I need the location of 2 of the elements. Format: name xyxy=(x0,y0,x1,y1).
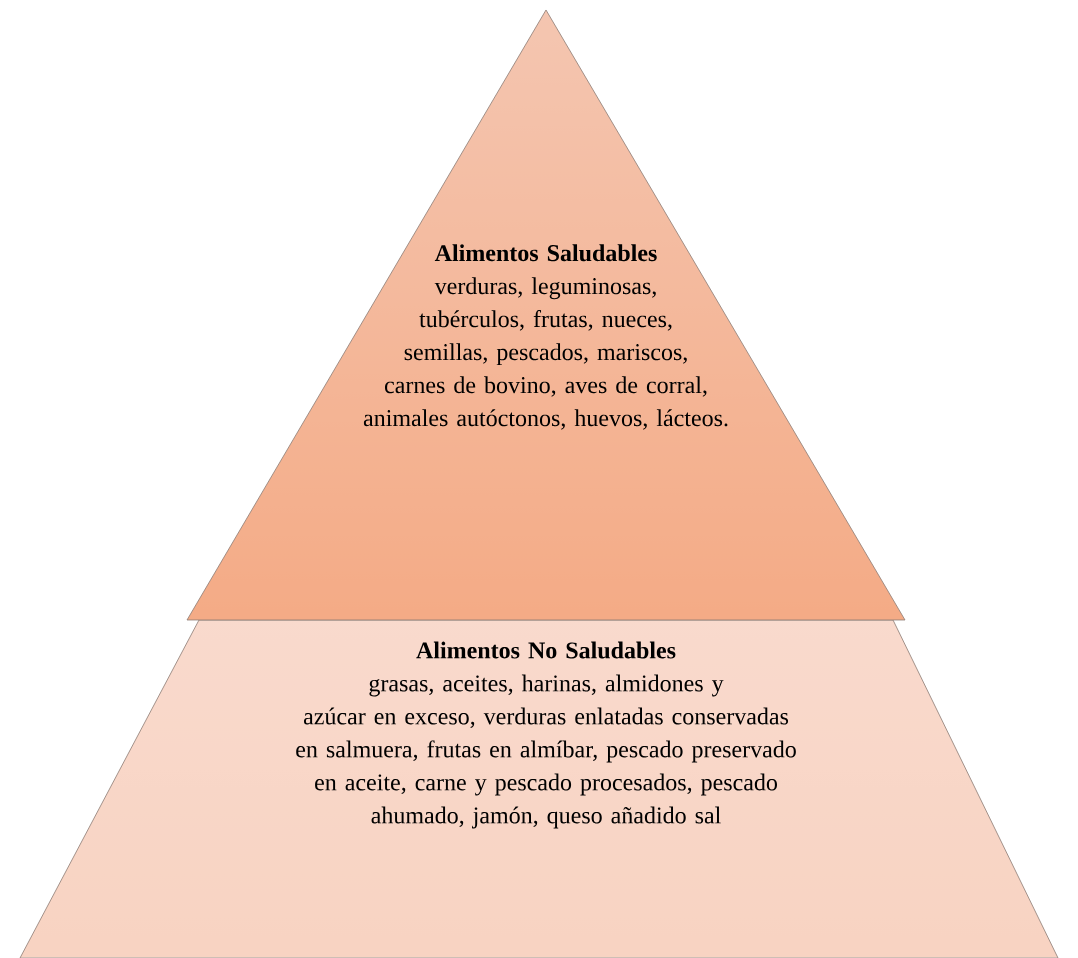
pyramid-tier: Alimentos Saludables verduras, leguminosas, tubérculos, frutas, nueces, semillas, pescados, mariscos, carnes de bovino, aves de corral, animales autóctonos, huevos, lácteos. xyxy=(186,9,906,621)
pyramid-tier: Alimentos No Saludables grasas, aceites, harinas, almidones y azúcar en exceso, verduras enlatadas conservadas en salmuera, frutas en almíbar, pescado preservado en aceite, carne y pescado procesados, pescado ahumado, jamón, queso añadido sal xyxy=(19,619,1059,958)
